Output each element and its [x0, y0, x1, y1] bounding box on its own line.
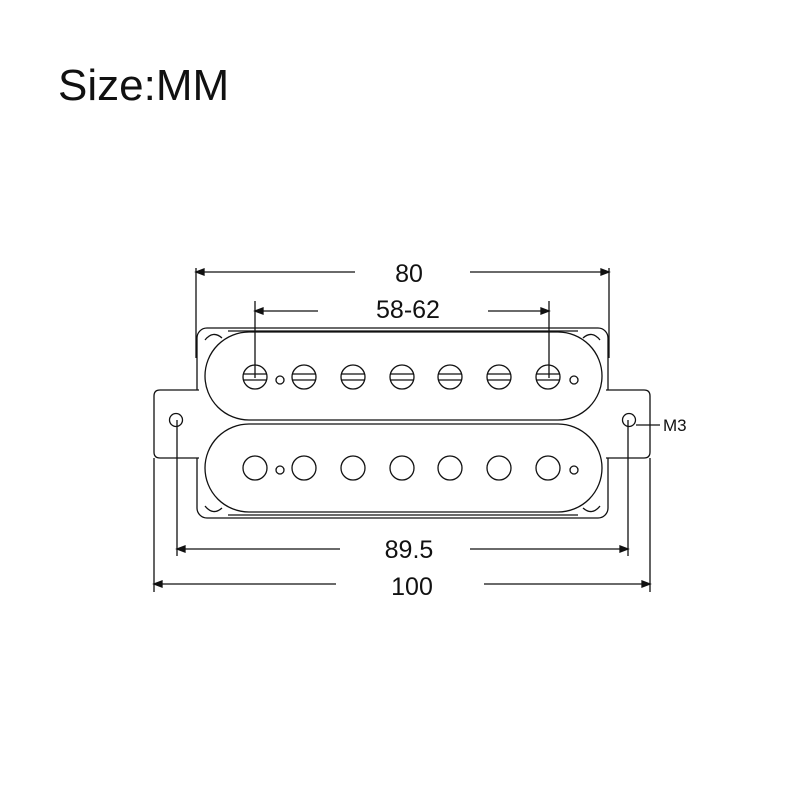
- pole-screw: [437, 364, 463, 390]
- bottom-slug-poles: [242, 455, 579, 481]
- page-title: Size:MM: [58, 61, 230, 110]
- dimension-80-label: 80: [395, 260, 423, 288]
- pole-screw: [291, 364, 317, 390]
- dimension-58-62-lines: [253, 301, 551, 378]
- pole-screw: [340, 364, 366, 390]
- dimension-89-5-lines: [175, 420, 630, 556]
- dimension-89-5-label: 89.5: [385, 536, 434, 564]
- dimension-58-62-label: 58-62: [376, 296, 440, 324]
- slug-pole: [340, 455, 366, 481]
- top-pole-screws: [242, 364, 579, 390]
- left-mount-hole: [168, 412, 184, 428]
- slug-pole: [242, 455, 268, 481]
- slug-pole: [437, 455, 463, 481]
- dimension-100-label: 100: [391, 573, 433, 601]
- slug-pole: [291, 455, 317, 481]
- cover-screw-hole: [569, 465, 579, 475]
- right-mount-hole: [621, 412, 637, 428]
- dimension-100-lines: [152, 458, 652, 592]
- cover-screw-hole: [275, 375, 285, 385]
- dimension-80-lines: [194, 268, 611, 358]
- cover-screw-hole: [275, 465, 285, 475]
- cover-screw-hole: [569, 375, 579, 385]
- screw-size-label: M3: [663, 416, 687, 435]
- slug-pole: [535, 455, 561, 481]
- pole-screw: [486, 364, 512, 390]
- slug-pole: [486, 455, 512, 481]
- pole-screw: [389, 364, 415, 390]
- pole-screw: [535, 364, 561, 390]
- slug-pole: [389, 455, 415, 481]
